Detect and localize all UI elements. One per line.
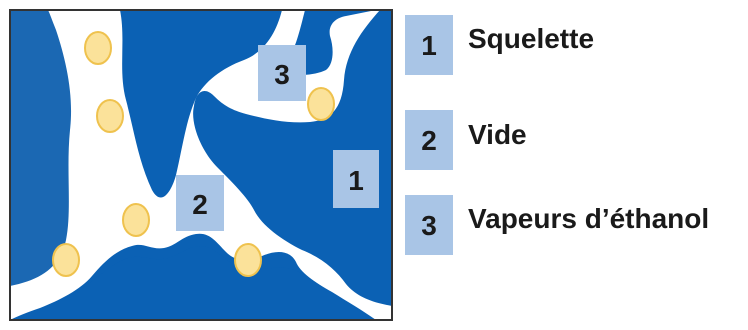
legend-number-box bbox=[405, 195, 453, 255]
legend-number-box bbox=[405, 15, 453, 75]
legend-number: 2 bbox=[421, 125, 437, 156]
legend-label: Vide bbox=[468, 119, 527, 150]
vapor-droplet bbox=[52, 243, 80, 277]
vapor-droplet bbox=[122, 203, 150, 237]
region-label-3: 3 bbox=[258, 45, 306, 101]
legend-number: 1 bbox=[421, 30, 437, 61]
region-label-box bbox=[176, 175, 224, 231]
skeleton-bottom-region bbox=[10, 246, 376, 320]
skeleton-left-shade bbox=[10, 10, 75, 286]
region-label-2: 2 bbox=[176, 175, 224, 231]
legend-item-3: 3 Vapeurs d’éthanol bbox=[405, 195, 709, 255]
region-label-number: 1 bbox=[348, 165, 364, 196]
legend-label: Squelette bbox=[468, 23, 594, 54]
legend-number-box bbox=[405, 110, 453, 170]
vapor-droplets bbox=[52, 31, 335, 277]
vapor-droplet bbox=[234, 243, 262, 277]
region-label-number: 3 bbox=[274, 59, 290, 90]
region-label-box bbox=[333, 150, 379, 208]
region-label-number: 2 bbox=[192, 189, 208, 220]
vapor-droplet bbox=[84, 31, 112, 65]
legend-item-1: 1 Squelette bbox=[405, 15, 594, 75]
legend: 1 Squelette 2 Vide 3 Vapeurs d’éthanol bbox=[405, 15, 709, 255]
vapor-droplet bbox=[307, 87, 335, 121]
legend-item-2: 2 Vide bbox=[405, 110, 527, 170]
region-label-1: 1 bbox=[333, 150, 379, 208]
legend-label: Vapeurs d’éthanol bbox=[468, 203, 709, 234]
region-label-box bbox=[258, 45, 306, 101]
diagram-frame bbox=[9, 9, 393, 321]
legend-number: 3 bbox=[421, 210, 437, 241]
vapor-droplet bbox=[96, 99, 124, 133]
